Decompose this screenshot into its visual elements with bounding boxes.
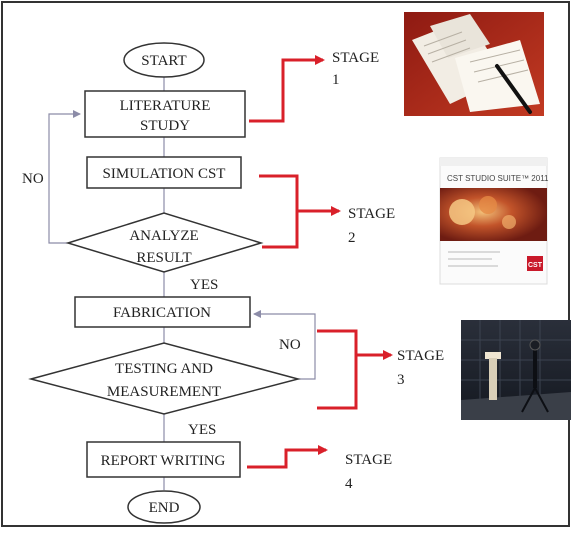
no-label-2: NO: [279, 337, 301, 353]
no-label-1: NO: [22, 171, 44, 187]
report-writing-box: [86, 441, 241, 478]
stage-2-bracket: [259, 174, 299, 249]
papers-photo-icon: [404, 12, 544, 116]
stage-3-bracket: [317, 329, 358, 410]
literature-study-label-line2: STUDY: [140, 118, 190, 134]
end-terminal: [127, 490, 201, 524]
testing-measurement-label-line2: MEASUREMENT: [107, 384, 221, 400]
analyze-result-decision: [65, 212, 264, 273]
testing-measurement-label-line1: TESTING AND: [115, 361, 213, 377]
flow-connectors: [48, 77, 316, 490]
simulation-cst-label: SIMULATION CST: [103, 166, 226, 182]
stage-3-number: 3: [397, 372, 405, 388]
stage-1-arrow: [249, 55, 325, 123]
anechoic-chamber-photo-icon: [461, 320, 571, 420]
simulation-cst-box: [86, 156, 242, 189]
testing-measurement-decision: [28, 342, 301, 415]
yes-label-1: YES: [190, 277, 218, 293]
stage-3-label: STAGE: [397, 348, 444, 364]
fabrication-box: [74, 296, 251, 328]
start-label: START: [141, 53, 186, 69]
analyze-result-label-line2: RESULT: [136, 250, 191, 266]
report-writing-label: REPORT WRITING: [101, 453, 226, 469]
figure-frame: [1, 1, 570, 527]
stage-4-number: 4: [345, 476, 353, 492]
fabrication-label: FABRICATION: [113, 305, 211, 321]
analyze-result-label-line1: ANALYZE: [129, 228, 198, 244]
software-box-icon: CST STUDIO SUITE™ 2011 CST: [439, 157, 549, 285]
yes-label-2: YES: [188, 422, 216, 438]
stage-arrows: [247, 55, 393, 469]
literature-study-label-line1: LITERATURE: [120, 98, 211, 114]
stage-4-arrow: [247, 445, 328, 469]
end-label: END: [149, 500, 180, 516]
stage-2-number: 2: [348, 230, 356, 246]
cst-badge: CST: [528, 262, 543, 269]
stage-2-label: STAGE: [348, 206, 395, 222]
cst-cover-title: CST STUDIO SUITE™ 2011: [447, 174, 549, 183]
stage-1-number: 1: [332, 72, 340, 88]
stage-4-label: STAGE: [345, 452, 392, 468]
start-terminal: [123, 42, 205, 78]
stage-1-label: STAGE: [332, 50, 379, 66]
literature-study-box: [84, 90, 246, 138]
